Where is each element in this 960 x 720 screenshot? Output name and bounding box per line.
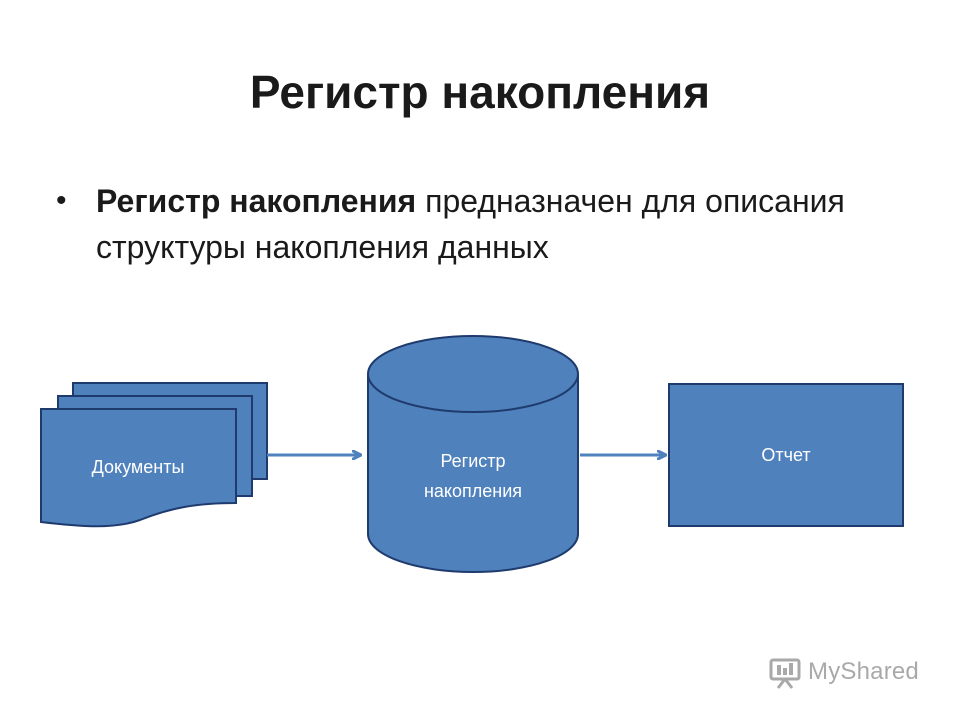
slide-title: Регистр накопления: [249, 66, 711, 118]
register-label-line2: накопления: [424, 481, 522, 501]
register-label-line1: Регистр: [440, 451, 505, 471]
watermark-text: MyShared: [808, 658, 919, 685]
register-cylinder: [367, 335, 579, 573]
report-label: Отчет: [761, 445, 810, 465]
watermark-logo: MyShared: [768, 656, 938, 690]
bullet-marker: •: [56, 184, 67, 217]
documents-shape: [40, 382, 268, 528]
document-sheet-front: [40, 408, 237, 528]
presentation-icon: [769, 658, 801, 689]
bullet-bold-term: Регистр накопления: [96, 183, 417, 219]
bullet-rest-text: предназначен для описания структуры нако…: [96, 183, 845, 265]
documents-label: Документы: [92, 457, 185, 477]
report-box: [668, 383, 904, 527]
bullet-text: Регистр накопления предназначен для опис…: [96, 178, 896, 270]
cylinder-top: [367, 335, 579, 413]
cylinder-body: [367, 374, 579, 573]
